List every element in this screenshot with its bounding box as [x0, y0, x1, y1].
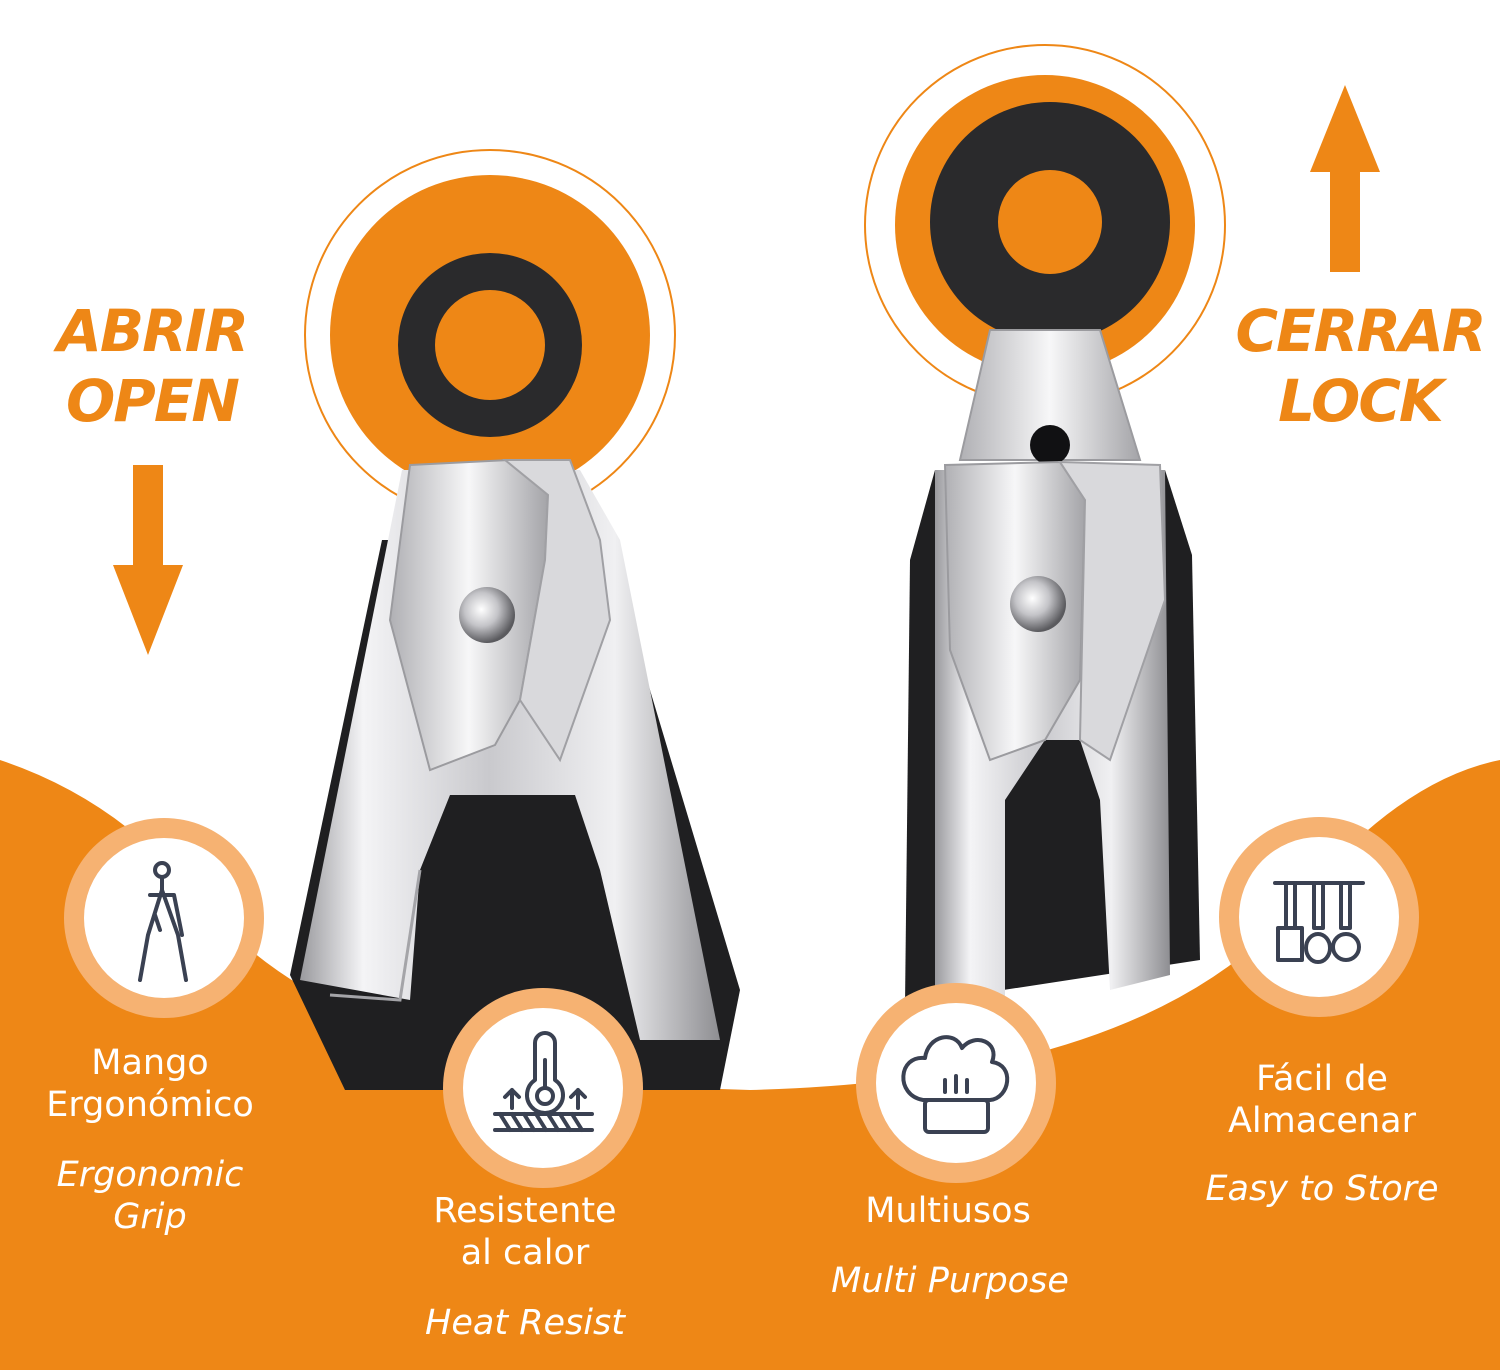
- tongs-icon: [138, 861, 188, 982]
- open-indicator-label: ABRIR OPEN: [42, 296, 262, 436]
- right-ring-hole: [998, 170, 1102, 274]
- feature-4-es-line-2: Almacenar: [1227, 1101, 1416, 1141]
- open-label-es: ABRIR: [57, 297, 249, 365]
- feature-4-label-en: Easy to Store: [1172, 1168, 1472, 1210]
- feature-4-es-line-1: Fácil de: [1256, 1059, 1388, 1099]
- feature-3-en-line-1: Multi Purpose: [831, 1261, 1069, 1301]
- feature-3-label-es: Multiusos: [818, 1190, 1078, 1232]
- feature-3-label-en: Multi Purpose: [780, 1260, 1120, 1302]
- feature-2-label-en: Heat Resist: [395, 1302, 655, 1344]
- feature-badge-4: [1219, 817, 1419, 1017]
- open-label-en: OPEN: [66, 367, 240, 435]
- feature-1-en-line-1: Ergonomic: [56, 1155, 244, 1195]
- lock-label-en: LOCK: [1278, 367, 1444, 435]
- arrow-up-icon: [1310, 85, 1380, 272]
- feature-3-es-line-1: Multiusos: [865, 1191, 1031, 1231]
- arrow-down-icon: [113, 465, 183, 655]
- feature-2-es-line-1: Resistente: [433, 1191, 617, 1231]
- feature-1-es-line-2: Ergonómico: [46, 1085, 254, 1125]
- lock-label-es: CERRAR: [1235, 297, 1486, 365]
- left-ring-hole: [435, 290, 545, 400]
- thermometer-heat-icon: [493, 1031, 594, 1132]
- lock-indicator-label: CERRAR LOCK: [1225, 296, 1495, 436]
- feature-1-es-line-1: Mango: [91, 1043, 209, 1083]
- chef-hat-icon: [901, 1035, 1010, 1134]
- right-tong: [905, 329, 1200, 1005]
- feature-2-label-es: Resistente al calor: [395, 1190, 655, 1274]
- orange-band: [0, 760, 1500, 1370]
- feature-1-label-es: Mango Ergonómico: [20, 1042, 280, 1126]
- left-rivet: [459, 587, 515, 643]
- feature-4-label-es: Fácil de Almacenar: [1192, 1058, 1452, 1142]
- feature-1-en-line-2: Grip: [113, 1197, 187, 1237]
- utensil-rack-icon: [1273, 881, 1365, 964]
- feature-badge-1: [64, 818, 264, 1018]
- right-rivet: [1010, 576, 1066, 632]
- feature-1-label-en: Ergonomic Grip: [20, 1154, 280, 1238]
- feature-2-en-line-1: Heat Resist: [425, 1303, 625, 1343]
- feature-4-en-line-1: Easy to Store: [1205, 1169, 1439, 1209]
- left-tong: [290, 458, 740, 1090]
- feature-2-es-line-2: al calor: [460, 1233, 590, 1273]
